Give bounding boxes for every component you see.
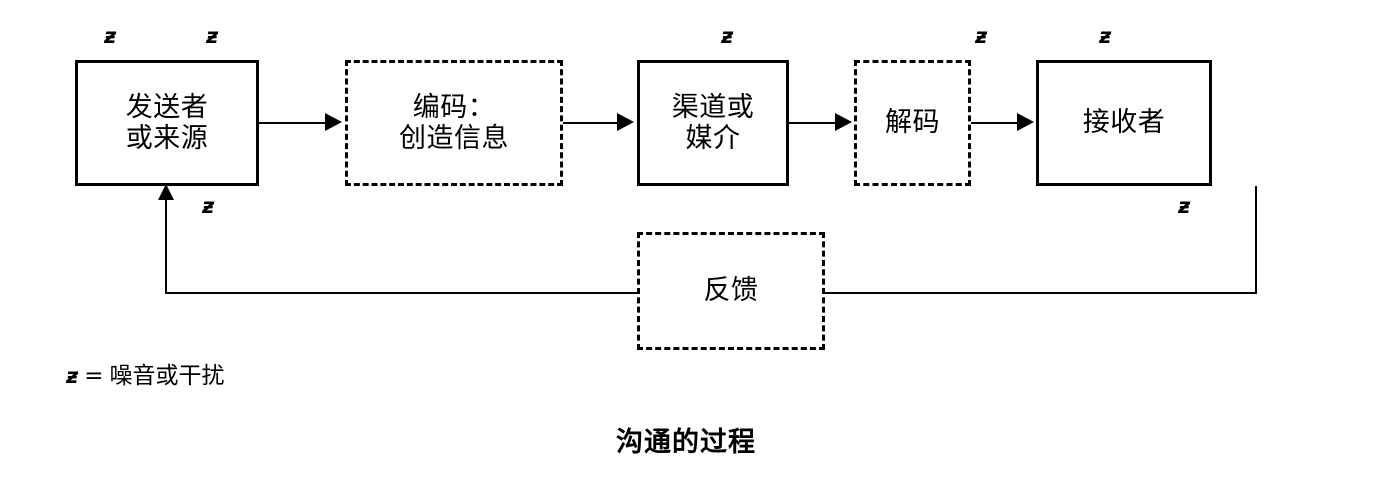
noise-icon: ƶ — [975, 24, 988, 48]
node-channel-line2: 媒介 — [685, 123, 741, 154]
node-receiver[interactable]: 接收者 — [1036, 60, 1212, 186]
node-channel[interactable]: 渠道或 媒介 — [637, 60, 789, 186]
connector-feedback-right-segment — [825, 292, 1257, 294]
noise-icon: ƶ — [104, 24, 117, 48]
node-receiver-line1: 接收者 — [1082, 107, 1166, 139]
connector-encoding-to-channel — [563, 122, 619, 124]
connector-receiver-down — [1255, 186, 1257, 294]
node-sender-line2: 或来源 — [125, 123, 209, 154]
node-encoding[interactable]: 编码： 创造信息 — [345, 60, 563, 186]
connector-feedback-up-to-sender — [165, 196, 167, 294]
node-sender-line1: 发送者 — [125, 91, 209, 123]
arrowhead-channel-to-decoding — [835, 113, 852, 131]
node-encoding-line1: 编码： — [412, 91, 496, 123]
arrowhead-feedback-to-sender — [158, 184, 174, 200]
node-decoding[interactable]: 解码 — [854, 60, 971, 186]
noise-icon: ƶ — [721, 24, 734, 48]
legend: ƶ = 噪音或干扰 — [66, 356, 225, 390]
node-feedback-line1: 反馈 — [703, 275, 759, 307]
legend-text: 噪音或干扰 — [109, 363, 225, 389]
connector-feedback-left-segment — [165, 292, 638, 294]
arrowhead-decoding-to-receiver — [1017, 113, 1034, 131]
noise-icon: ƶ — [1099, 24, 1112, 48]
node-encoding-line2: 创造信息 — [399, 123, 509, 154]
legend-noise-icon: ƶ — [66, 364, 79, 388]
arrowhead-encoding-to-channel — [617, 113, 634, 131]
node-sender[interactable]: 发送者 或来源 — [75, 60, 259, 186]
node-channel-line1: 渠道或 — [671, 91, 755, 123]
noise-icon: ƶ — [1178, 194, 1191, 218]
node-feedback[interactable]: 反馈 — [637, 232, 825, 350]
noise-icon: ƶ — [202, 194, 215, 218]
arrowhead-sender-to-encoding — [325, 113, 342, 131]
noise-icon: ƶ — [206, 24, 219, 48]
diagram-caption: 沟通的过程 — [616, 427, 756, 458]
connector-channel-to-decoding — [789, 122, 837, 124]
legend-equals: = — [84, 363, 104, 389]
node-decoding-line1: 解码 — [885, 107, 940, 139]
connector-decoding-to-receiver — [971, 122, 1019, 124]
connector-sender-to-encoding — [259, 122, 327, 124]
